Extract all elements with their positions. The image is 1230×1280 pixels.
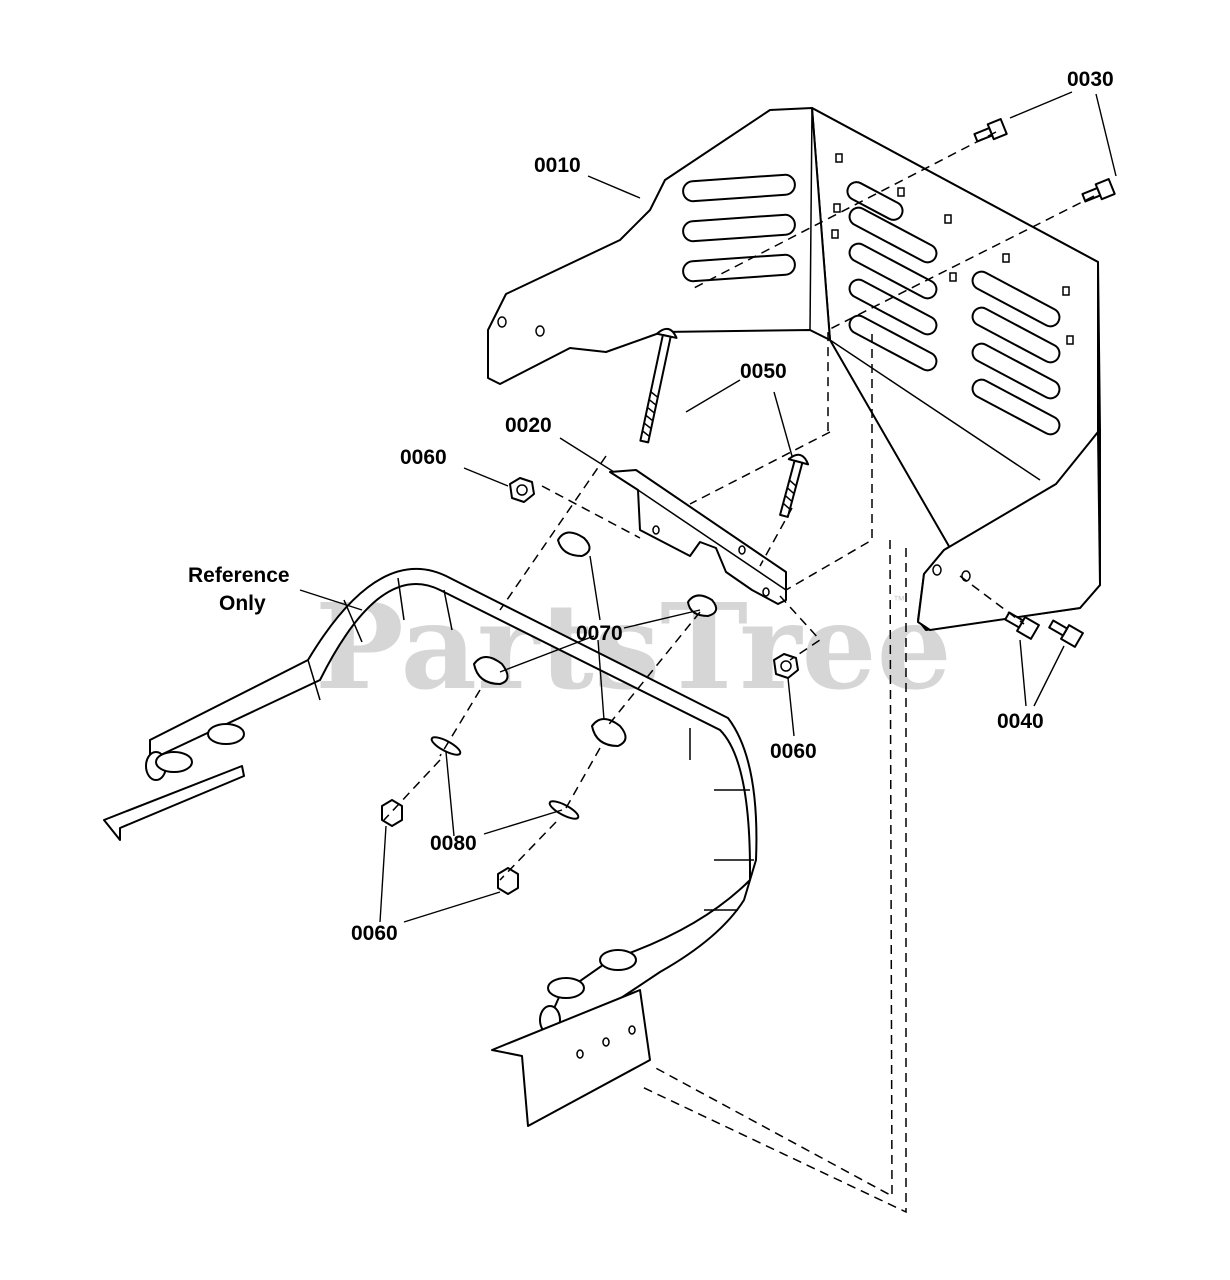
callout-0050: 0050: [740, 360, 787, 383]
part-0060-nuts[interactable]: [381, 477, 799, 895]
callout-0040: 0040: [997, 710, 1044, 733]
callout-0030: 0030: [1067, 68, 1114, 91]
callouts: 0010 0030 0050 0020 0060 0070 0060 0040 …: [188, 68, 1114, 945]
part-0010-shield[interactable]: [487, 107, 1101, 631]
callout-0080: 0080: [430, 832, 477, 855]
watermark-text: PartsTree: [315, 577, 952, 716]
assembly-lines: [383, 131, 1095, 1214]
part-0080-washers[interactable]: [430, 734, 581, 822]
reference-note-line2: Only: [219, 592, 266, 615]
part-0040-bolts[interactable]: [1003, 609, 1084, 648]
callout-0060-right: 0060: [770, 740, 817, 763]
watermark: PartsTree ™: [315, 577, 952, 716]
callout-0010: 0010: [534, 154, 581, 177]
part-0070-spacers[interactable]: [473, 531, 718, 747]
reference-handle-assembly: [103, 567, 758, 1127]
part-0050-bolts[interactable]: [635, 327, 810, 519]
reference-note-line1: Reference: [188, 564, 290, 587]
callout-0070: 0070: [576, 622, 623, 645]
part-0030-bolts[interactable]: [973, 118, 1116, 205]
callout-0060-bottom: 0060: [351, 922, 398, 945]
watermark-trademark: ™: [893, 593, 905, 607]
callout-0060-top: 0060: [400, 446, 447, 469]
part-0020-bracket[interactable]: [609, 469, 787, 605]
callout-0020: 0020: [505, 414, 552, 437]
leader-lines: [299, 91, 1117, 923]
